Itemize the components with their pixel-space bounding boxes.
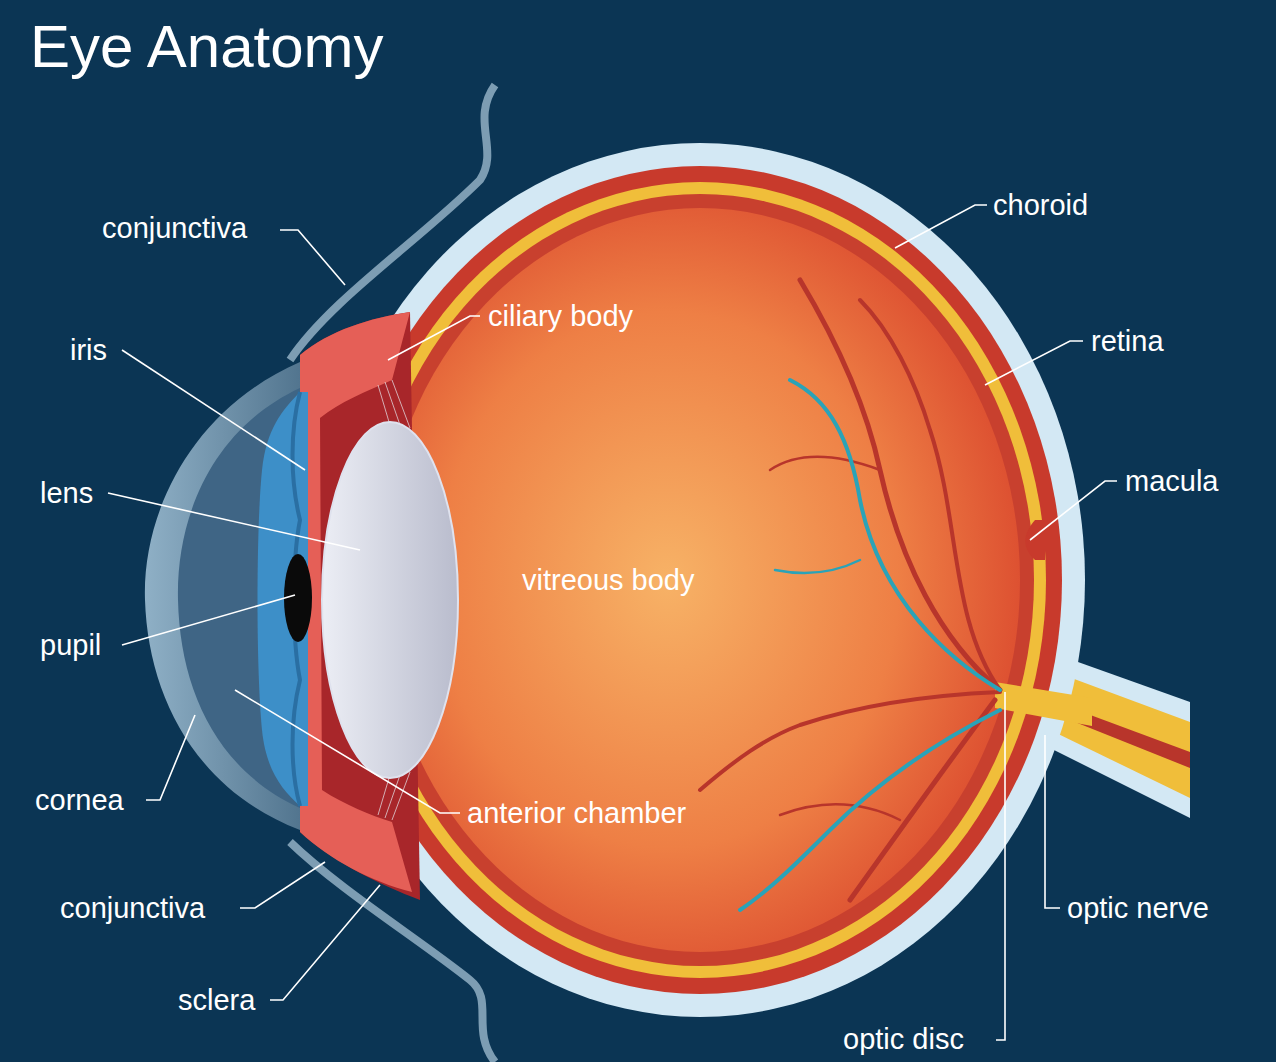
optic-disc-strip (995, 682, 1092, 726)
macula-pit (1025, 520, 1045, 560)
vein (775, 560, 860, 573)
part-label: optic nerve (1067, 891, 1209, 925)
vein (790, 380, 1000, 690)
leader-line (1045, 735, 1060, 908)
vein (740, 710, 1000, 910)
part-label: retina (1091, 324, 1164, 358)
leader-line (122, 350, 305, 470)
leader-line (985, 341, 1083, 385)
part-label: pupil (40, 628, 101, 662)
part-label: vitreous body (522, 563, 695, 597)
leader-line (895, 205, 987, 248)
part-label: cornea (35, 783, 124, 817)
part-label: ciliary body (488, 299, 633, 333)
leader-line (1030, 481, 1117, 540)
leader-line (146, 715, 195, 800)
artery (800, 280, 1000, 690)
pupil-shape (284, 554, 312, 642)
leader-line (280, 230, 345, 285)
part-label: sclera (178, 983, 255, 1017)
part-label: optic disc (843, 1022, 964, 1056)
part-label: conjunctiva (102, 211, 247, 245)
leader-line (388, 316, 480, 360)
part-label: lens (40, 476, 93, 510)
sclera-layer (315, 143, 1085, 1017)
blood-vessels (700, 280, 1000, 910)
inner-layer (366, 194, 1034, 966)
part-label: iris (70, 333, 107, 367)
diagram-title: Eye Anatomy (30, 12, 384, 82)
artery (850, 700, 995, 900)
artery (700, 692, 1000, 790)
leader-line (240, 862, 325, 908)
leader-line (122, 595, 295, 645)
lens-shape (322, 422, 458, 778)
artery (770, 457, 880, 470)
part-label: choroid (993, 188, 1088, 222)
part-label: conjunctiva (60, 891, 205, 925)
leader-line (235, 690, 460, 813)
leader-lines (108, 205, 1117, 1040)
leader-line (996, 692, 1005, 1040)
part-label: anterior chamber (467, 796, 686, 830)
leader-line (108, 493, 360, 550)
leader-line (270, 885, 380, 1000)
vitreous-body-shape (380, 208, 1020, 952)
part-label: macula (1125, 464, 1219, 498)
